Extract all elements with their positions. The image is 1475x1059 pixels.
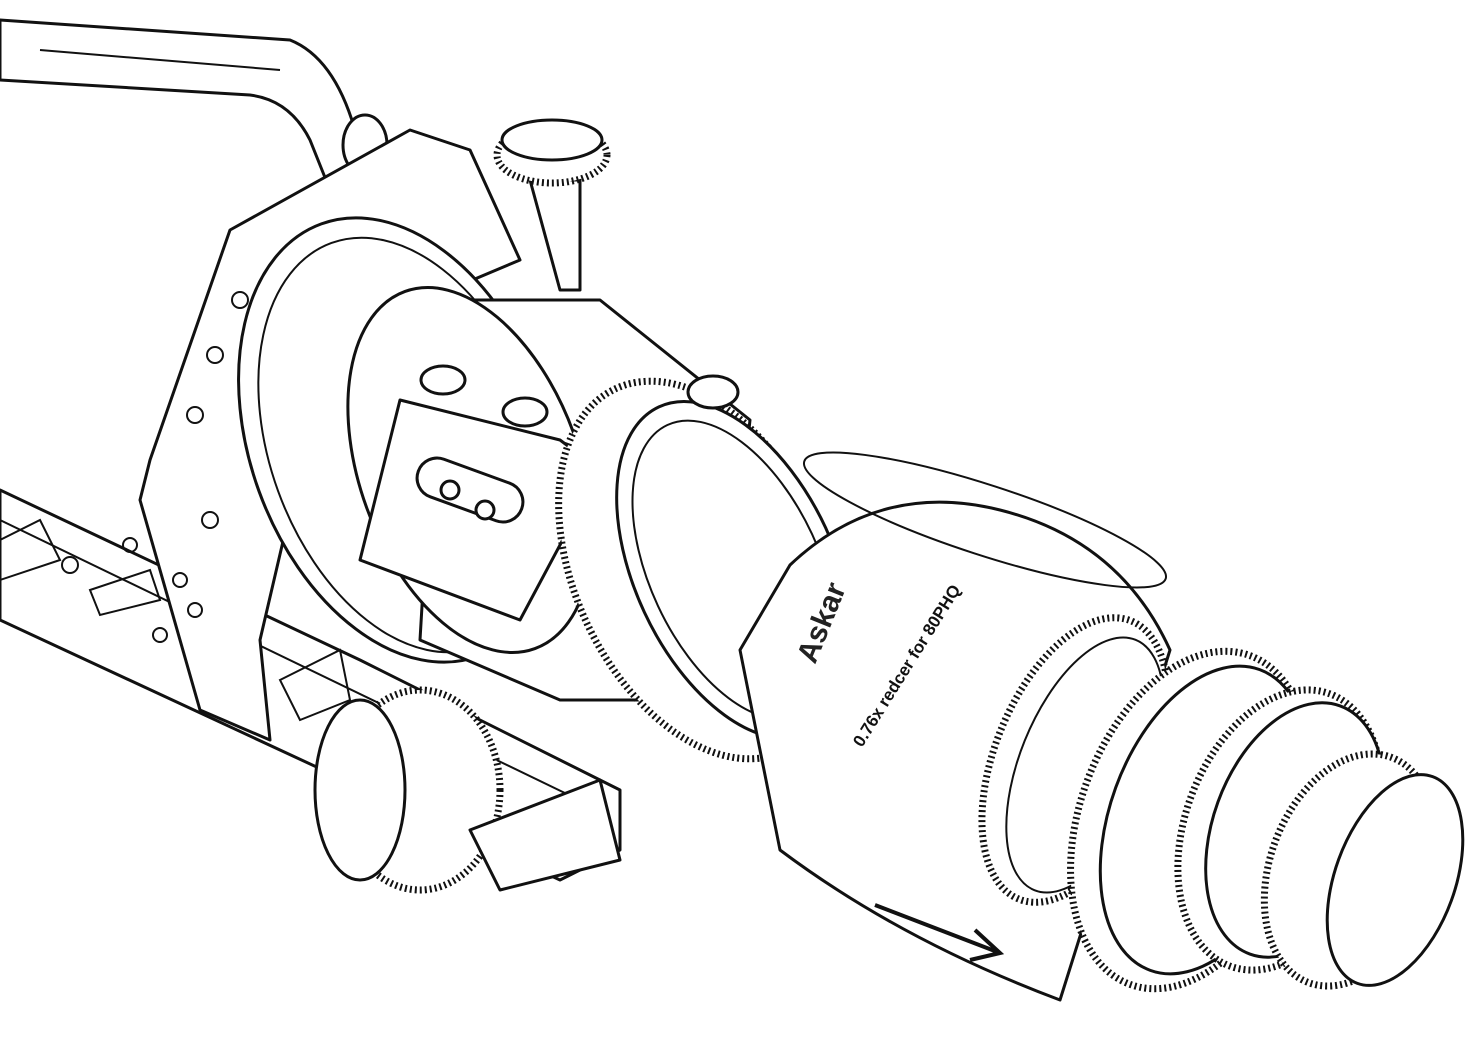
camera-adapter <box>1067 647 1465 993</box>
lock-knob-top[interactable] <box>493 118 611 292</box>
shoe-thumbscrew-icon <box>501 396 549 428</box>
direction-arrow-icon <box>874 903 1005 962</box>
end-cap <box>1325 773 1465 987</box>
ring-lock-screw-icon <box>686 374 740 410</box>
shoe-thumbscrew-icon <box>419 364 467 396</box>
focus-knob[interactable] <box>313 686 622 894</box>
accessory-shoe <box>358 364 602 622</box>
